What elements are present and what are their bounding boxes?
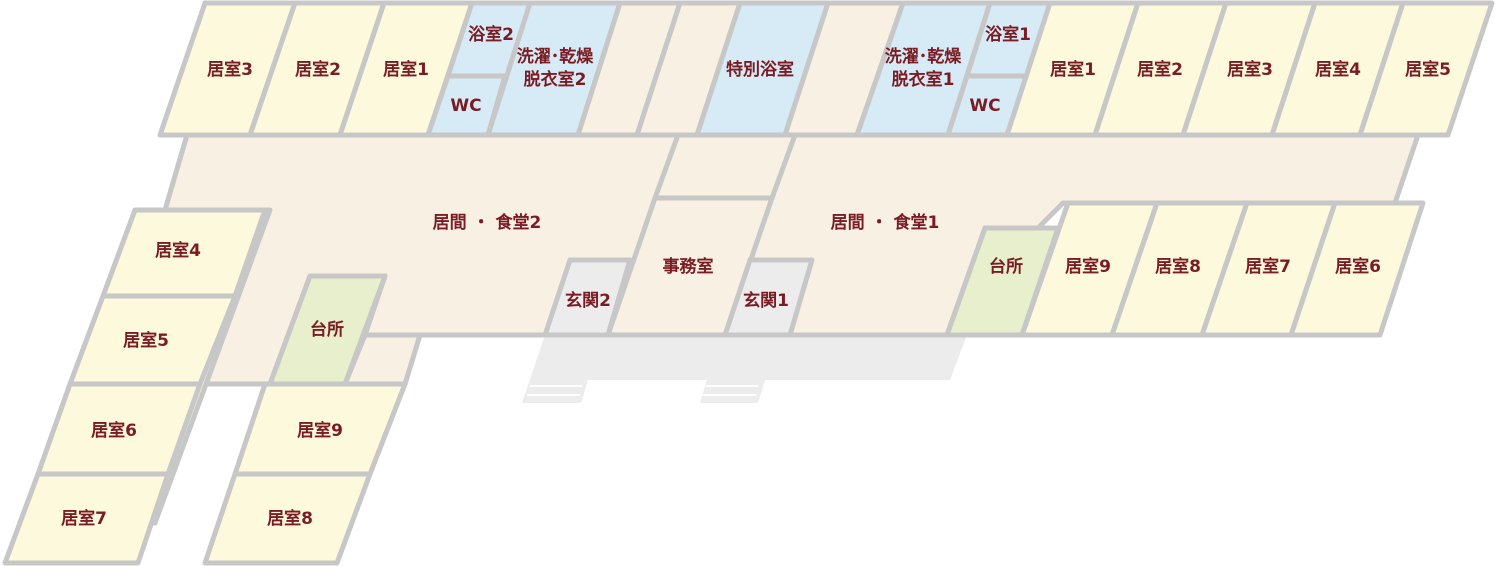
label-right-room9: 居室9 <box>1065 256 1111 277</box>
label-office: 事務室 <box>663 256 714 277</box>
label-entrance1: 玄関1 <box>743 290 789 311</box>
room-left-8[interactable] <box>202 471 373 566</box>
label-top-left-room3: 居室3 <box>207 59 253 80</box>
label-top-right-room2: 居室2 <box>1137 59 1183 80</box>
label-top-right-room3: 居室3 <box>1227 59 1273 80</box>
label-laundry2-line1: 洗濯･乾燥 <box>517 46 594 67</box>
entrance-1[interactable] <box>722 257 815 338</box>
label-right-room7: 居室7 <box>1245 256 1291 277</box>
label-left-room7: 居室7 <box>61 508 107 529</box>
label-left-room4: 居室4 <box>155 240 201 261</box>
label-bath1: 浴室1 <box>985 24 1031 45</box>
label-right-room8: 居室8 <box>1155 256 1201 277</box>
label-left-room8: 居室8 <box>267 508 313 529</box>
label-top-left-room2: 居室2 <box>295 59 341 80</box>
room-left-7[interactable] <box>2 471 171 566</box>
center-passage <box>652 132 798 201</box>
label-kitchen-left: 台所 <box>310 319 344 340</box>
label-living2: 居間 ・ 食堂2 <box>433 212 542 233</box>
label-entrance2: 玄関2 <box>565 290 611 311</box>
label-right-room6: 居室6 <box>1335 256 1381 277</box>
label-left-room5: 居室5 <box>123 330 169 351</box>
room-right-6[interactable] <box>1288 200 1426 338</box>
porch-area <box>522 335 967 403</box>
label-top-right-room5: 居室5 <box>1405 59 1451 80</box>
room-top-right-5[interactable] <box>1357 0 1495 138</box>
entrance-2[interactable] <box>542 257 633 338</box>
label-top-right-room4: 居室4 <box>1315 59 1361 80</box>
label-top-right-room1: 居室1 <box>1050 59 1096 80</box>
label-bath2: 浴室2 <box>468 24 514 45</box>
label-left-room6: 居室6 <box>91 420 137 441</box>
label-special-bath: 特別浴室 <box>726 59 794 80</box>
porch-floor <box>522 335 967 403</box>
label-wc1: WC <box>969 96 1000 116</box>
label-top-left-room1: 居室1 <box>383 59 429 80</box>
label-wc2: WC <box>450 96 481 116</box>
label-living1: 居間 ・ 食堂1 <box>831 212 940 233</box>
label-kitchen-right: 台所 <box>989 256 1023 277</box>
label-left-room9: 居室9 <box>297 420 343 441</box>
label-laundry2-line2: 脱衣室2 <box>524 69 587 90</box>
label-laundry1-line1: 洗濯･乾燥 <box>885 46 962 67</box>
label-laundry1-line2: 脱衣室1 <box>892 69 955 90</box>
